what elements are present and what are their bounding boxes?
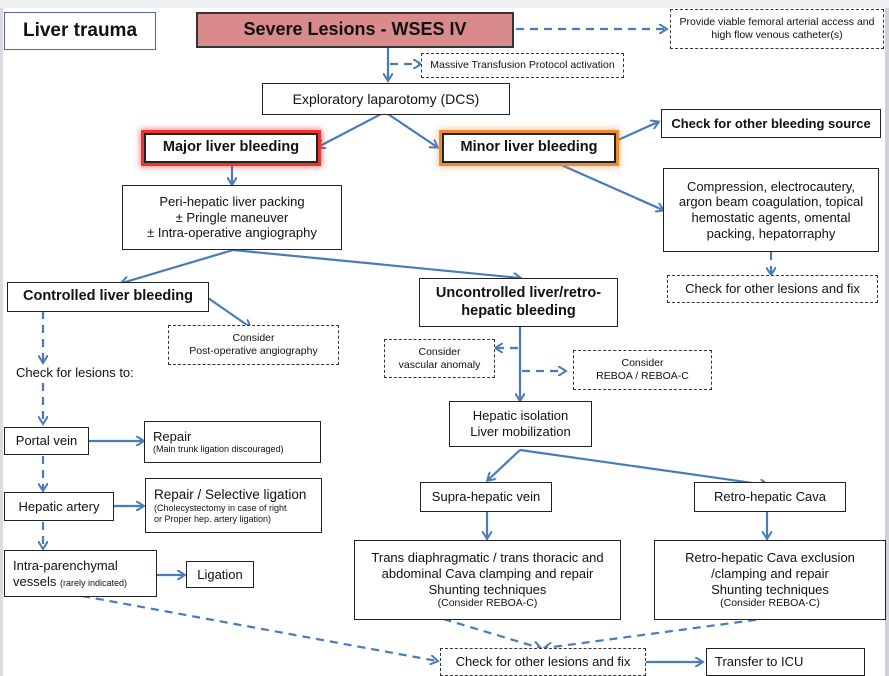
minor-treatment-line: packing, hepatorraphy (706, 225, 836, 241)
retro-treatment-line: Shunting techniques (711, 581, 829, 597)
cropped-caption-strip (0, 0, 889, 8)
packing-box: Peri-hepatic liver packing ± Pringle man… (122, 185, 342, 250)
arrow-isolation-to-retro (519, 448, 767, 485)
supra-hepatic-text: Supra-hepatic vein (431, 489, 541, 505)
controlled-bleeding-text: Controlled liver bleeding (23, 288, 193, 305)
portal-vein-text: Portal vein (15, 433, 78, 449)
retro-treatment-box: Retro-hepatic Cava exclusion /clamping a… (654, 540, 886, 620)
minor-bleeding-text: Minor liver bleeding (460, 139, 598, 156)
check-lesions-fix-top-box: Check for other lesions and fix (667, 275, 878, 303)
supra-treatment-note: (Consider REBOA-C) (437, 597, 538, 610)
post-op-angio-line: Post-operative angiography (189, 345, 318, 357)
arrow-laparotomy-to-minor (384, 111, 437, 147)
retro-hepatic-text: Retro-hepatic Cava (714, 489, 826, 505)
header-box: Severe Lesions - WSES IV (196, 12, 514, 48)
minor-treatment-box: Compression, electrocautery, argon beam … (663, 168, 879, 252)
ligation-box: Ligation (186, 561, 254, 588)
right-edge (885, 8, 889, 676)
dashed-arrow-retro-to-check (545, 616, 771, 648)
artery-repair-title: Repair / Selective ligation (154, 486, 307, 502)
portal-vein-box: Portal vein (4, 427, 89, 455)
retro-treatment-note: (Consider REBOA-C) (720, 597, 820, 610)
hepatic-isolation-line: Hepatic isolation (472, 408, 569, 424)
packing-line: ± Intra-operative angiography (147, 225, 317, 241)
ligation-text: Ligation (197, 566, 243, 582)
intra-parenchymal-line2-wrap: vessels (rarely indicated) (13, 574, 127, 590)
vascular-anomaly-line: vascular anomaly (398, 358, 481, 371)
mtp-text: Massive Transfusion Protocol activation (430, 59, 615, 72)
header-text: Severe Lesions - WSES IV (243, 19, 467, 40)
hepatic-artery-text: Hepatic artery (18, 498, 100, 514)
intra-parenchymal-note: (rarely indicated) (59, 577, 128, 588)
vascular-access-text: Provide viable femoral arterial access a… (679, 16, 875, 41)
check-lesions-fix-top-text: Check for other lesions and fix (685, 281, 860, 297)
retro-treatment-line: Retro-hepatic Cava exclusion (685, 550, 855, 566)
arrow-minor-to-check-source (617, 122, 658, 142)
artery-repair-note: or Proper hep. artery ligation) (154, 513, 272, 524)
arrow-controlled-to-postop (207, 297, 250, 327)
hepatic-isolation-box: Hepatic isolation Liver mobilization (449, 401, 592, 447)
check-lesions-label: Check for lesions to: (16, 365, 134, 380)
minor-treatment-line: Compression, electrocautery, (686, 178, 856, 194)
check-lesions-fix-bottom-text: Check for other lesions and fix (455, 654, 631, 670)
reboa-box: Consider REBOA / REBOA-C (573, 350, 712, 390)
supra-treatment-line: Trans diaphragmatic / trans thoracic and (371, 550, 604, 566)
minor-treatment-line: hemostatic agents, omental (691, 210, 851, 225)
artery-repair-box: Repair / Selective ligation (Cholecystec… (145, 478, 322, 533)
laparotomy-box: Exploratory laparotomy (DCS) (262, 83, 510, 115)
major-bleeding-box: Major liver bleeding (144, 133, 318, 163)
arrow-minor-to-treatment (549, 158, 663, 210)
portal-repair-note: (Main trunk ligation discouraged) (153, 444, 284, 455)
packing-line: Peri-hepatic liver packing (159, 194, 305, 210)
reboa-line: REBOA / REBOA-C (596, 370, 689, 382)
check-bleeding-source-text: Check for other bleeding source (671, 115, 871, 131)
post-op-angio-line: Consider (232, 332, 275, 345)
packing-line: ± Pringle maneuver (175, 209, 289, 225)
arrow-packing-to-uncontrolled (232, 248, 520, 278)
minor-treatment-line: argon beam coagulation, topical (678, 194, 864, 210)
post-op-angio-box: Consider Post-operative angiography (168, 325, 339, 365)
icu-text: Transfer to ICU (715, 654, 804, 670)
intra-parenchymal-line2: vessels (13, 573, 57, 589)
vascular-anomaly-box: Consider vascular anomaly (384, 339, 495, 378)
title-box: Liver trauma (4, 12, 156, 50)
vascular-anomaly-line: Consider (418, 345, 461, 358)
portal-repair-box: Repair (Main trunk ligation discouraged) (144, 421, 321, 463)
vascular-access-box: Provide viable femoral arterial access a… (670, 9, 884, 49)
laparotomy-text: Exploratory laparotomy (DCS) (292, 90, 480, 107)
portal-repair-title: Repair (153, 428, 192, 444)
arrow-laparotomy-to-major (318, 111, 386, 147)
supra-hepatic-box: Supra-hepatic vein (420, 482, 552, 512)
arrow-isolation-to-supra (488, 449, 521, 480)
reboa-line: Consider (621, 357, 664, 370)
supra-treatment-line: Shunting techniques (428, 581, 547, 597)
left-edge (0, 8, 3, 676)
check-lesions-fix-bottom-box: Check for other lesions and fix (440, 648, 646, 676)
hepatic-artery-box: Hepatic artery (4, 492, 114, 521)
retro-hepatic-box: Retro-hepatic Cava (694, 482, 846, 512)
uncontrolled-bleeding-box: Uncontrolled liver/retro- hepatic bleedi… (419, 278, 618, 327)
controlled-bleeding-box: Controlled liver bleeding (7, 282, 209, 312)
uncontrolled-line: hepatic bleeding (461, 302, 576, 319)
intra-parenchymal-box: Intra-parenchymal vessels (rarely indica… (4, 550, 157, 597)
arrow-packing-to-controlled (122, 248, 234, 283)
check-bleeding-source-box: Check for other bleeding source (661, 109, 881, 138)
uncontrolled-line: Uncontrolled liver/retro- (435, 285, 602, 302)
icu-box: Transfer to ICU (706, 648, 865, 676)
supra-treatment-box: Trans diaphragmatic / trans thoracic and… (354, 540, 621, 620)
minor-bleeding-box: Minor liver bleeding (442, 133, 616, 163)
mtp-box: Massive Transfusion Protocol activation (421, 53, 624, 78)
diagram-title: Liver trauma (22, 19, 138, 41)
supra-treatment-line: abdominal Cava clamping and repair (381, 565, 594, 581)
intra-parenchymal-line1: Intra-parenchymal (13, 557, 118, 573)
major-bleeding-text: Major liver bleeding (162, 139, 300, 156)
artery-repair-note: (Cholecystectomy in case of right (154, 502, 287, 513)
hepatic-isolation-line: Liver mobilization (470, 424, 571, 439)
retro-treatment-line: /clamping and repair (711, 565, 829, 581)
